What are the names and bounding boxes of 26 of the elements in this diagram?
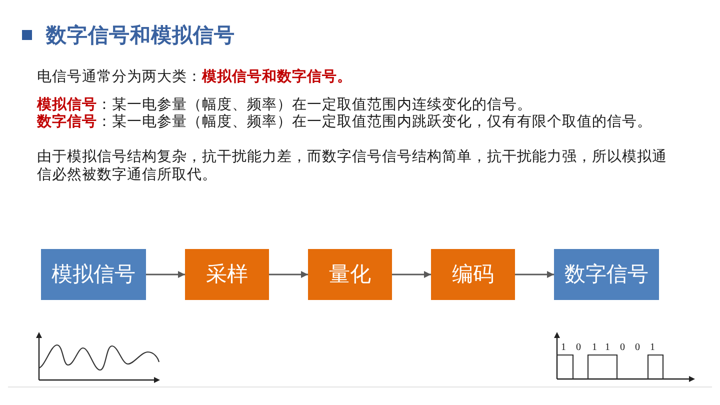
body-text: 电信号通常分为两大类：模拟信号和数字信号。 (37, 68, 353, 86)
body-text: 模拟信号：某一电参量（幅度、频率）在一定取值范围内连续变化的信号。 (37, 96, 533, 113)
step-label: 编码 (452, 264, 494, 285)
slide-title: 数字信号和模拟信号 (46, 23, 235, 47)
body-text: 数字信号：某一电参量（幅度、频率）在一定取值范围内跳跃变化，仅有有限个取值的信号。 (37, 113, 653, 131)
step-label: 量化 (329, 264, 371, 285)
step-label: 模拟信号 (52, 264, 136, 285)
process-box (554, 249, 659, 300)
bit-value: 1 (650, 343, 655, 353)
process-box (431, 249, 515, 300)
bit-value: 1 (561, 343, 566, 353)
body-text: 由于模拟信号结构复杂，抗干扰能力差，而数字信号信号结构简单，抗干扰能力强，所以模拟通信必然被数字通信所取代。 (37, 148, 668, 184)
arrow (146, 271, 185, 278)
step-label: 数字信号 (564, 264, 648, 285)
arrow (515, 271, 554, 278)
bit-value: 0 (635, 343, 640, 353)
process-box (41, 249, 146, 300)
bit-value: 1 (605, 343, 610, 353)
arrow (269, 271, 308, 278)
arrow (392, 271, 431, 278)
process-box (308, 249, 392, 300)
step-label: 采样 (206, 264, 248, 285)
process-box (185, 249, 269, 300)
bit-value: 1 (592, 343, 597, 353)
bit-value: 0 (576, 343, 581, 353)
bit-value: 0 (620, 343, 625, 353)
